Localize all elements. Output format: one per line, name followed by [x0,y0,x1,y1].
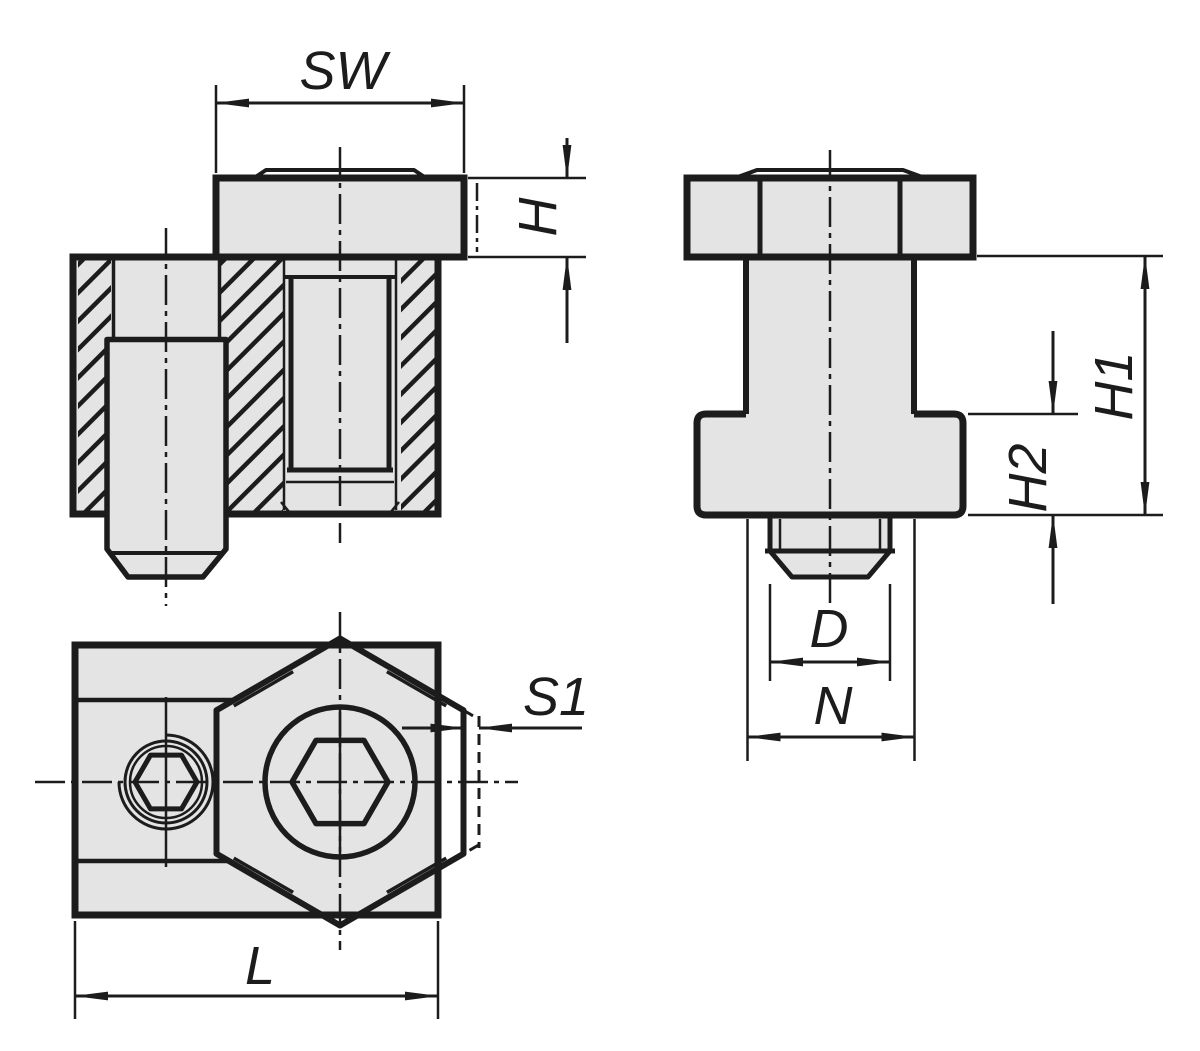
hidden-edge-upper [462,708,480,721]
head-chamfer-seg-sw [232,856,294,894]
dimension-label-h: H [508,197,568,237]
dimension-h2: H2 [968,331,1078,604]
hatch-region-right [401,260,435,511]
dimension-h: H [468,138,586,343]
dimension-label-s1: S1 [523,667,589,727]
bore-bottom-chamfer-left [280,501,291,514]
head-chamfer-seg-se [386,856,448,894]
dimension-h1: H1 [968,254,1163,517]
bore-bottom-chamfer-right [389,501,400,514]
dimension-label-h2: H2 [998,443,1058,512]
hex-head-top-fill [216,645,438,915]
side-view: H1 H2 D N [683,150,1163,761]
dimension-n: N [746,519,916,761]
top-view: S1 L [35,612,589,1019]
dimension-label-n: N [814,676,854,736]
dimension-label-h1: H1 [1084,351,1144,420]
dimension-label-sw: SW [300,41,392,101]
dimension-sw: SW [214,41,466,173]
screw-thread-arc [117,733,215,831]
nut-body-top-border [71,641,442,919]
dimension-l: L [73,921,440,1019]
grub-screw [104,336,229,580]
dimension-label-l: L [245,936,275,996]
dimension-d: D [768,584,892,681]
front-section-view: SW H [69,41,586,606]
dimension-s1: S1 [402,667,589,733]
hidden-edge-lower [462,843,480,856]
hatch-region-middle [221,260,283,511]
head-chamfer-seg-nw [232,670,294,708]
dimension-label-d: D [810,599,849,659]
head-chamfer-seg-ne [386,670,448,708]
